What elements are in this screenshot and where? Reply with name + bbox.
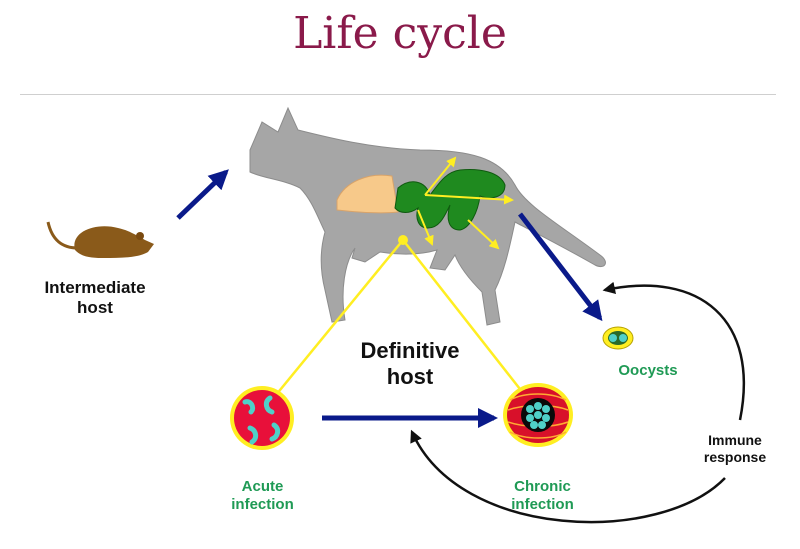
label-definitive-host: Definitive host bbox=[360, 338, 460, 390]
label-immune-response: Immune response bbox=[690, 432, 780, 466]
page-title: Life cycle bbox=[293, 8, 507, 59]
definitive-host-triangle bbox=[261, 235, 539, 413]
immune-arrow-to-oocysts bbox=[602, 281, 746, 421]
cat-icon bbox=[249, 106, 606, 326]
oocyst-icon bbox=[602, 326, 634, 350]
arrow-cat-to-oocysts bbox=[518, 212, 603, 322]
chronic-infection-icon bbox=[503, 383, 573, 447]
organ-arrows bbox=[417, 156, 514, 250]
acute-infection-icon bbox=[230, 386, 294, 450]
divider bbox=[20, 94, 776, 95]
arrow-mouse-to-cat bbox=[176, 169, 229, 220]
label-intermediate-host: Intermediate host bbox=[44, 278, 146, 318]
label-chronic-infection: Chronic infection bbox=[511, 478, 574, 513]
immune-arrow-to-acute bbox=[410, 429, 726, 524]
label-oocysts: Oocysts bbox=[618, 362, 678, 379]
label-acute-infection: Acute infection bbox=[231, 478, 294, 513]
mouse-icon bbox=[46, 221, 154, 258]
